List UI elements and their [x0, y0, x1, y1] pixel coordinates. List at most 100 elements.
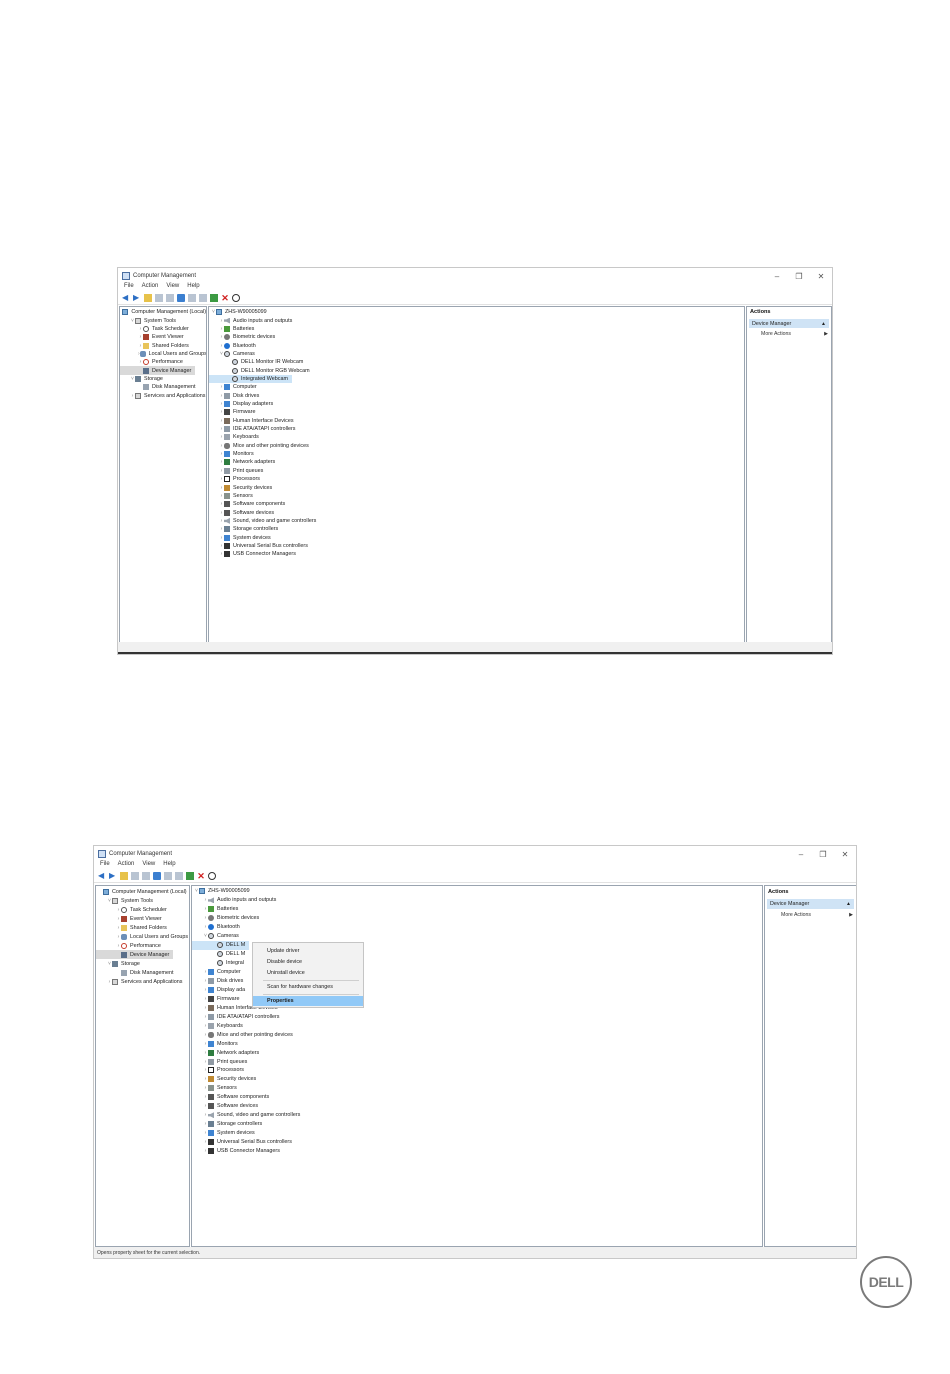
chevron-right-icon[interactable]: › — [220, 401, 223, 408]
tree-item[interactable]: ›Security devices — [209, 483, 744, 491]
tree-item[interactable]: Disk Management — [96, 968, 189, 977]
tree-item[interactable]: ›Performance — [96, 941, 189, 950]
chevron-right-icon[interactable]: › — [204, 1040, 207, 1047]
tree-item[interactable]: ˅Storage — [120, 375, 206, 383]
chevron-right-icon[interactable]: › — [204, 906, 207, 913]
tree-item[interactable]: ›Shared Folders — [96, 923, 189, 932]
show-hide-tree-icon[interactable] — [155, 294, 163, 302]
chevron-right-icon[interactable]: › — [220, 392, 223, 399]
chevron-right-icon[interactable]: › — [220, 342, 223, 349]
view-icon[interactable] — [175, 872, 183, 880]
chevron-right-icon[interactable]: › — [204, 1085, 207, 1092]
menu-view[interactable]: View — [142, 861, 156, 867]
chevron-right-icon[interactable]: › — [117, 942, 120, 949]
back-icon[interactable]: ◀ — [98, 871, 105, 880]
tree-item[interactable]: ›Mice and other pointing devices — [192, 1030, 762, 1039]
tree-item[interactable]: ›Disk drives — [192, 977, 762, 986]
uninstall-icon[interactable]: ✕ — [221, 293, 229, 303]
chevron-right-icon[interactable]: › — [204, 995, 207, 1002]
tree-item[interactable]: Device Manager — [96, 950, 174, 959]
tree-item[interactable]: Device Manager — [120, 366, 196, 375]
tree-item[interactable]: ›Monitors — [209, 450, 744, 458]
tree-item[interactable]: DELL Monitor IR Webcam — [209, 358, 744, 366]
tree-item[interactable]: ˅Cameras — [192, 932, 762, 941]
tree-item[interactable]: ›Firmware — [209, 408, 744, 416]
context-scan-hardware[interactable]: Scan for hardware changes — [267, 984, 333, 990]
tree-item[interactable]: ›Bluetooth — [209, 341, 744, 349]
up-folder-icon[interactable] — [120, 872, 128, 880]
tree-item[interactable]: ›Network adapters — [209, 458, 744, 466]
chevron-down-icon[interactable]: ˅ — [204, 933, 207, 940]
chevron-right-icon[interactable]: › — [220, 384, 223, 391]
tree-item[interactable]: ›Disk drives — [209, 392, 744, 400]
chevron-right-icon[interactable]: › — [220, 426, 223, 433]
context-disable-device[interactable]: Disable device — [267, 959, 303, 965]
close-button[interactable]: ✕ — [841, 849, 849, 859]
actions-device-manager-header[interactable]: Device Manager ▲ — [749, 319, 829, 328]
close-button[interactable]: ✕ — [817, 271, 825, 281]
help-icon[interactable] — [188, 294, 196, 302]
chevron-right-icon[interactable]: › — [139, 334, 142, 341]
chevron-right-icon[interactable]: › — [220, 492, 223, 499]
chevron-right-icon[interactable]: › — [131, 392, 134, 399]
tree-item[interactable]: ˅System Tools — [120, 316, 206, 324]
view-icon[interactable] — [199, 294, 207, 302]
chevron-right-icon[interactable]: › — [220, 526, 223, 533]
show-hide-tree-icon[interactable] — [131, 872, 139, 880]
tree-item[interactable]: ›Local Users and Groups — [96, 932, 189, 941]
chevron-right-icon[interactable]: › — [220, 551, 223, 558]
chevron-right-icon[interactable]: › — [220, 501, 223, 508]
chevron-right-icon[interactable]: › — [139, 325, 142, 332]
tree-item[interactable]: ›Keyboards — [192, 1021, 762, 1030]
chevron-right-icon[interactable]: › — [204, 977, 207, 984]
chevron-right-icon[interactable]: › — [220, 417, 223, 424]
menu-help[interactable]: Help — [163, 861, 176, 867]
tree-item[interactable]: ›Processors — [209, 475, 744, 483]
tree-item[interactable]: ›Sensors — [209, 492, 744, 500]
tree-item[interactable]: ›Audio inputs and outputs — [192, 896, 762, 905]
tree-item[interactable]: ›Security devices — [192, 1075, 762, 1084]
forward-icon[interactable]: ▶ — [109, 871, 116, 880]
tree-item[interactable]: ›Services and Applications — [96, 977, 189, 986]
up-folder-icon[interactable] — [144, 294, 152, 302]
menu-action[interactable]: Action — [141, 283, 159, 289]
tree-item[interactable]: ˅ZHS-W90005099 — [209, 308, 744, 316]
chevron-right-icon[interactable]: › — [204, 1022, 207, 1029]
menu-file[interactable]: File — [100, 861, 110, 867]
chevron-right-icon[interactable]: › — [204, 1121, 207, 1128]
chevron-right-icon[interactable]: › — [117, 933, 120, 940]
tree-item[interactable]: ›Sensors — [192, 1084, 762, 1093]
chevron-down-icon[interactable]: ˅ — [131, 375, 134, 382]
tree-item[interactable]: DELL M — [192, 940, 250, 950]
chevron-right-icon[interactable]: › — [204, 1148, 207, 1155]
chevron-down-icon[interactable]: ˅ — [195, 888, 198, 895]
tree-item[interactable]: ›Sound, video and game controllers — [209, 517, 744, 525]
tree-item[interactable]: ›Display ada — [192, 985, 762, 994]
forward-icon[interactable]: ▶ — [133, 293, 140, 302]
actions-device-manager-header[interactable]: Device Manager ▲ — [767, 899, 854, 909]
tree-item[interactable]: ›Computer — [209, 383, 744, 391]
tree-item[interactable]: DELL Monitor RGB Webcam — [209, 366, 744, 374]
tree-item[interactable]: ›Keyboards — [209, 433, 744, 441]
chevron-right-icon[interactable]: › — [220, 459, 223, 466]
menu-file[interactable]: File — [124, 283, 134, 289]
chevron-right-icon[interactable]: › — [204, 1067, 207, 1074]
update-driver-icon[interactable] — [186, 872, 194, 880]
chevron-right-icon[interactable]: › — [204, 1049, 207, 1056]
tree-item[interactable]: DELL M — [192, 950, 762, 959]
tree-item[interactable]: ›System devices — [192, 1129, 762, 1138]
tree-item[interactable]: ›Computer — [192, 968, 762, 977]
chevron-right-icon[interactable]: › — [204, 1013, 207, 1020]
more-actions-item[interactable]: More Actions ▶ — [761, 330, 828, 338]
tree-item[interactable]: ›Print queues — [209, 467, 744, 475]
chevron-right-icon[interactable]: › — [220, 325, 223, 332]
tree-item[interactable]: Disk Management — [120, 383, 206, 391]
tree-item[interactable]: ˅System Tools — [96, 896, 189, 905]
tree-item[interactable]: ›Batteries — [209, 325, 744, 333]
tree-item[interactable]: ›System devices — [209, 533, 744, 541]
chevron-right-icon[interactable]: › — [220, 442, 223, 449]
scan-hardware-icon[interactable] — [232, 294, 240, 302]
tree-item[interactable]: ›USB Connector Managers — [192, 1147, 762, 1156]
chevron-right-icon[interactable]: › — [204, 1094, 207, 1101]
tree-item[interactable]: ›Universal Serial Bus controllers — [192, 1138, 762, 1147]
